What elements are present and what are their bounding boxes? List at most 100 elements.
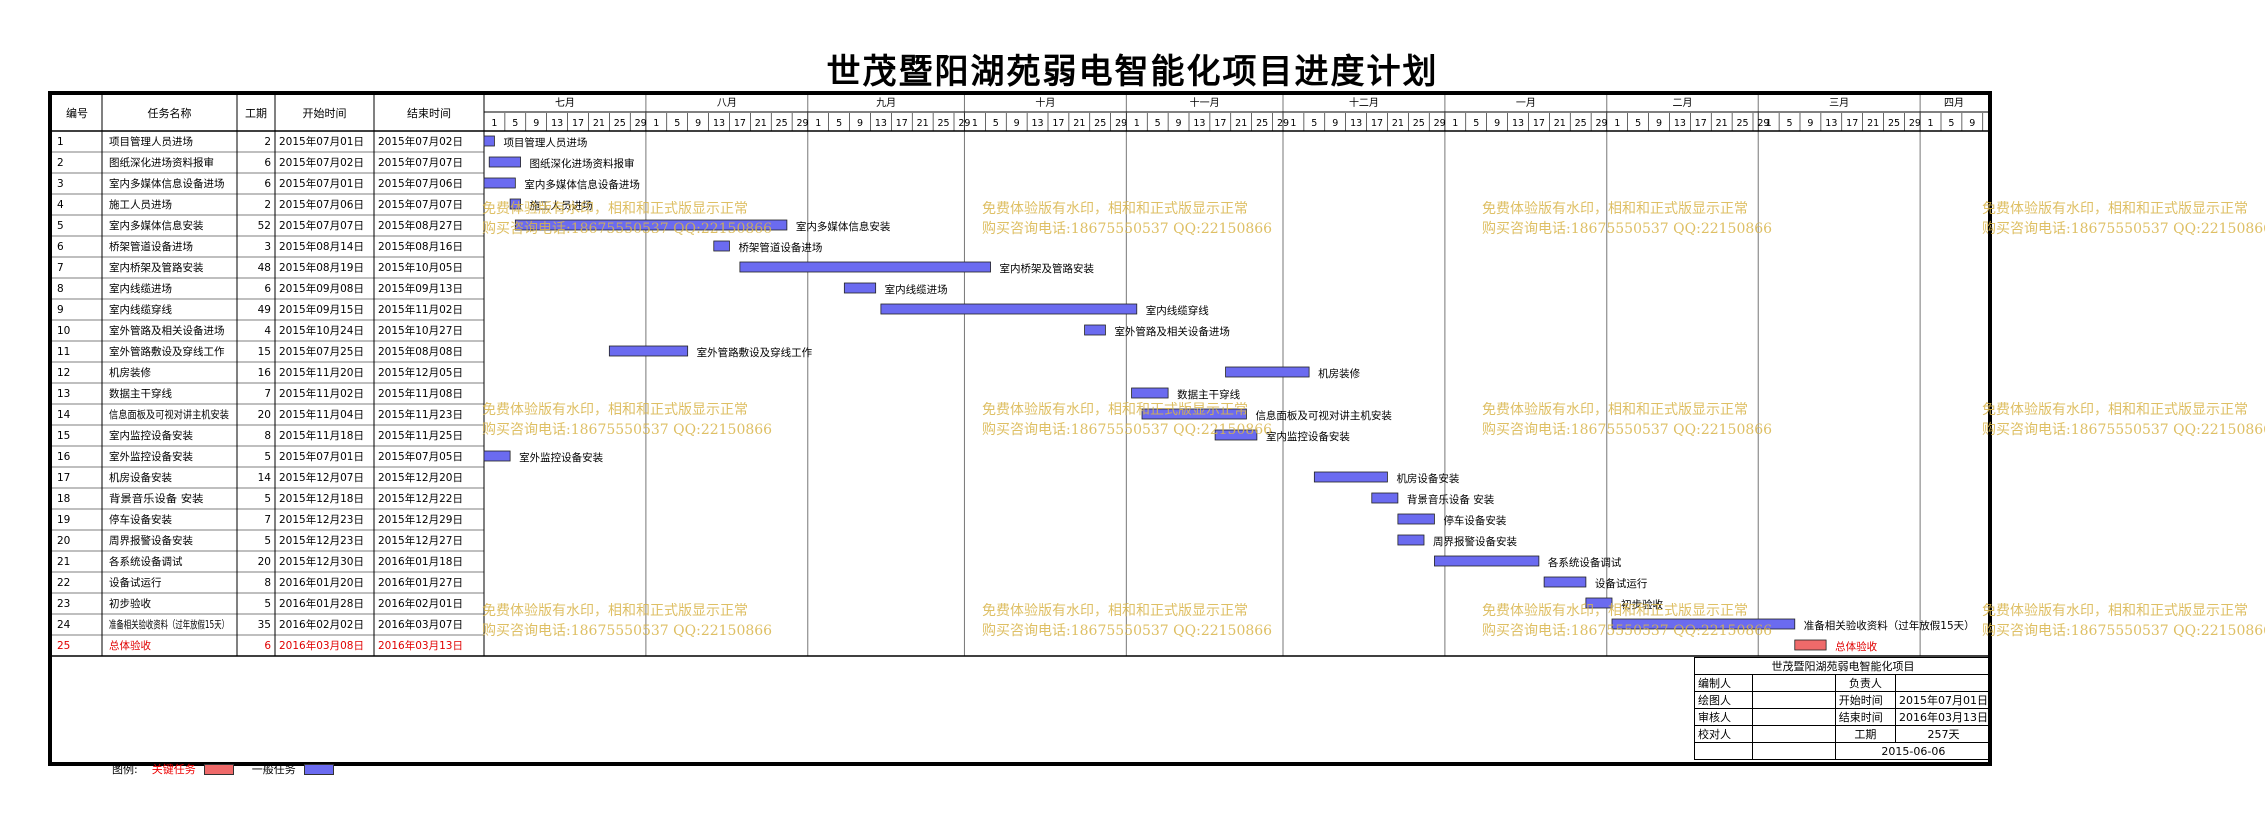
day-label: 21 (593, 118, 605, 129)
month-label: 十一月 (1190, 96, 1220, 109)
month-label: 四月 (1944, 97, 1964, 109)
month-label: 十二月 (1349, 96, 1379, 109)
table-header: 任务名称 (148, 106, 192, 120)
task-start: 2015年07月01日 (279, 177, 364, 190)
day-label: 1 (1134, 118, 1140, 129)
task-duration: 15 (258, 346, 271, 358)
task-duration: 5 (264, 535, 271, 547)
task-bar (483, 177, 516, 189)
day-label: 13 (1193, 118, 1205, 129)
day-label: 9 (1807, 118, 1813, 129)
day-label: 5 (674, 118, 680, 129)
watermark-line: 购买咨询电话:18675550537 QQ:22150866 (1982, 422, 2265, 438)
watermark: 免费体验版有水印，相和和正式版显示正常购买咨询电话:18675550537 QQ… (1982, 601, 2265, 641)
task-name: 室外监控设备安装 (109, 450, 193, 463)
day-label: 21 (1554, 118, 1566, 129)
task-bar (739, 261, 991, 273)
task-duration: 7 (264, 514, 271, 526)
day-label: 17 (1533, 118, 1545, 129)
day-label: 13 (1825, 118, 1837, 129)
task-end: 2015年12月05日 (378, 366, 463, 379)
day-label: 5 (993, 118, 999, 129)
task-end: 2015年12月29日 (378, 513, 463, 526)
day-label: 21 (1235, 118, 1247, 129)
task-end: 2015年11月08日 (378, 387, 463, 400)
task-duration: 3 (264, 241, 271, 253)
task-start: 2016年03月08日 (279, 639, 364, 652)
task-bar (1214, 429, 1258, 441)
watermark: 免费体验版有水印，相和和正式版显示正常购买咨询电话:18675550537 QQ… (1482, 400, 1772, 440)
task-end: 2016年03月13日 (378, 639, 463, 652)
page-title: 世茂暨阳湖苑弱电智能化项目进度计划 (826, 52, 1439, 92)
day-label: 13 (1350, 118, 1362, 129)
day-label: 21 (755, 118, 767, 129)
task-end: 2015年11月02日 (378, 303, 463, 316)
table-header: 工期 (245, 107, 267, 120)
task-end: 2016年03月07日 (378, 618, 463, 631)
tb-drafter-value (1752, 691, 1836, 709)
day-label: 29 (635, 118, 647, 129)
task-end: 2015年07月07日 (378, 198, 463, 211)
task-id: 12 (57, 367, 70, 379)
task-duration: 14 (258, 472, 272, 484)
day-label: 17 (572, 118, 584, 129)
task-start: 2015年12月18日 (279, 492, 364, 505)
tb-compiler-value (1752, 674, 1836, 692)
watermark: 免费体验版有水印，相和和正式版显示正常购买咨询电话:18675550537 QQ… (982, 601, 1272, 641)
task-bar (1084, 324, 1106, 336)
task-bar-label: 背景音乐设备 安装 (1407, 493, 1495, 506)
day-label: 25 (1575, 118, 1587, 129)
task-id: 10 (57, 325, 70, 337)
task-bar (880, 303, 1138, 315)
watermark-line: 免费体验版有水印，相和和正式版显示正常 (982, 402, 1248, 418)
task-bar (1397, 534, 1425, 546)
task-duration: 5 (264, 451, 271, 463)
day-label: 5 (1948, 118, 1954, 129)
watermark-line: 购买咨询电话:18675550537 QQ:22150866 (1982, 221, 2265, 237)
task-start: 2015年08月19日 (279, 261, 364, 274)
day-label: 21 (1867, 118, 1879, 129)
task-end: 2016年01月18日 (378, 555, 463, 568)
day-label: 1 (491, 118, 497, 129)
task-end: 2016年01月27日 (378, 576, 463, 589)
watermark-line: 免费体验版有水印，相和和正式版显示正常 (1482, 603, 1748, 619)
watermark-line: 购买咨询电话:18675550537 QQ:22150866 (482, 623, 773, 639)
task-end: 2015年12月27日 (378, 534, 463, 547)
task-duration: 5 (264, 493, 271, 505)
task-start: 2015年12月23日 (279, 534, 364, 547)
task-name: 室内线缆进场 (109, 282, 172, 295)
task-bar-label: 室内线缆穿线 (1146, 304, 1209, 317)
task-bar-label: 室外管路及相关设备进场 (1114, 325, 1230, 338)
task-duration: 6 (264, 178, 271, 190)
watermark-line: 免费体验版有水印，相和和正式版显示正常 (982, 603, 1248, 619)
day-label: 9 (1969, 118, 1975, 129)
tb-owner-value (1895, 674, 1992, 692)
day-label: 9 (1014, 118, 1020, 129)
table-header: 结束时间 (407, 107, 451, 120)
task-duration: 16 (258, 367, 272, 379)
task-name: 室内监控设备安装 (109, 429, 193, 442)
task-end: 2015年11月25日 (378, 429, 463, 442)
task-bar (1397, 513, 1435, 525)
task-id: 24 (57, 619, 71, 631)
task-bar (514, 219, 788, 231)
task-id: 25 (57, 640, 70, 652)
task-end: 2015年10月05日 (378, 261, 463, 274)
day-label: 1 (1614, 118, 1620, 129)
task-name: 图纸深化进场资料报审 (109, 156, 214, 169)
task-bar (1611, 618, 1796, 630)
task-bar (1585, 597, 1613, 609)
task-bar (1131, 387, 1169, 399)
day-label: 29 (1757, 118, 1769, 129)
task-id: 11 (57, 346, 70, 358)
day-label: 25 (1256, 118, 1268, 129)
task-duration: 49 (258, 304, 271, 316)
task-id: 17 (57, 472, 70, 484)
tb-duration-value: 257天 (1895, 725, 1992, 743)
watermark-line: 购买咨询电话:18675550537 QQ:22150866 (1482, 422, 1773, 438)
month-label: 二月 (1673, 97, 1693, 109)
